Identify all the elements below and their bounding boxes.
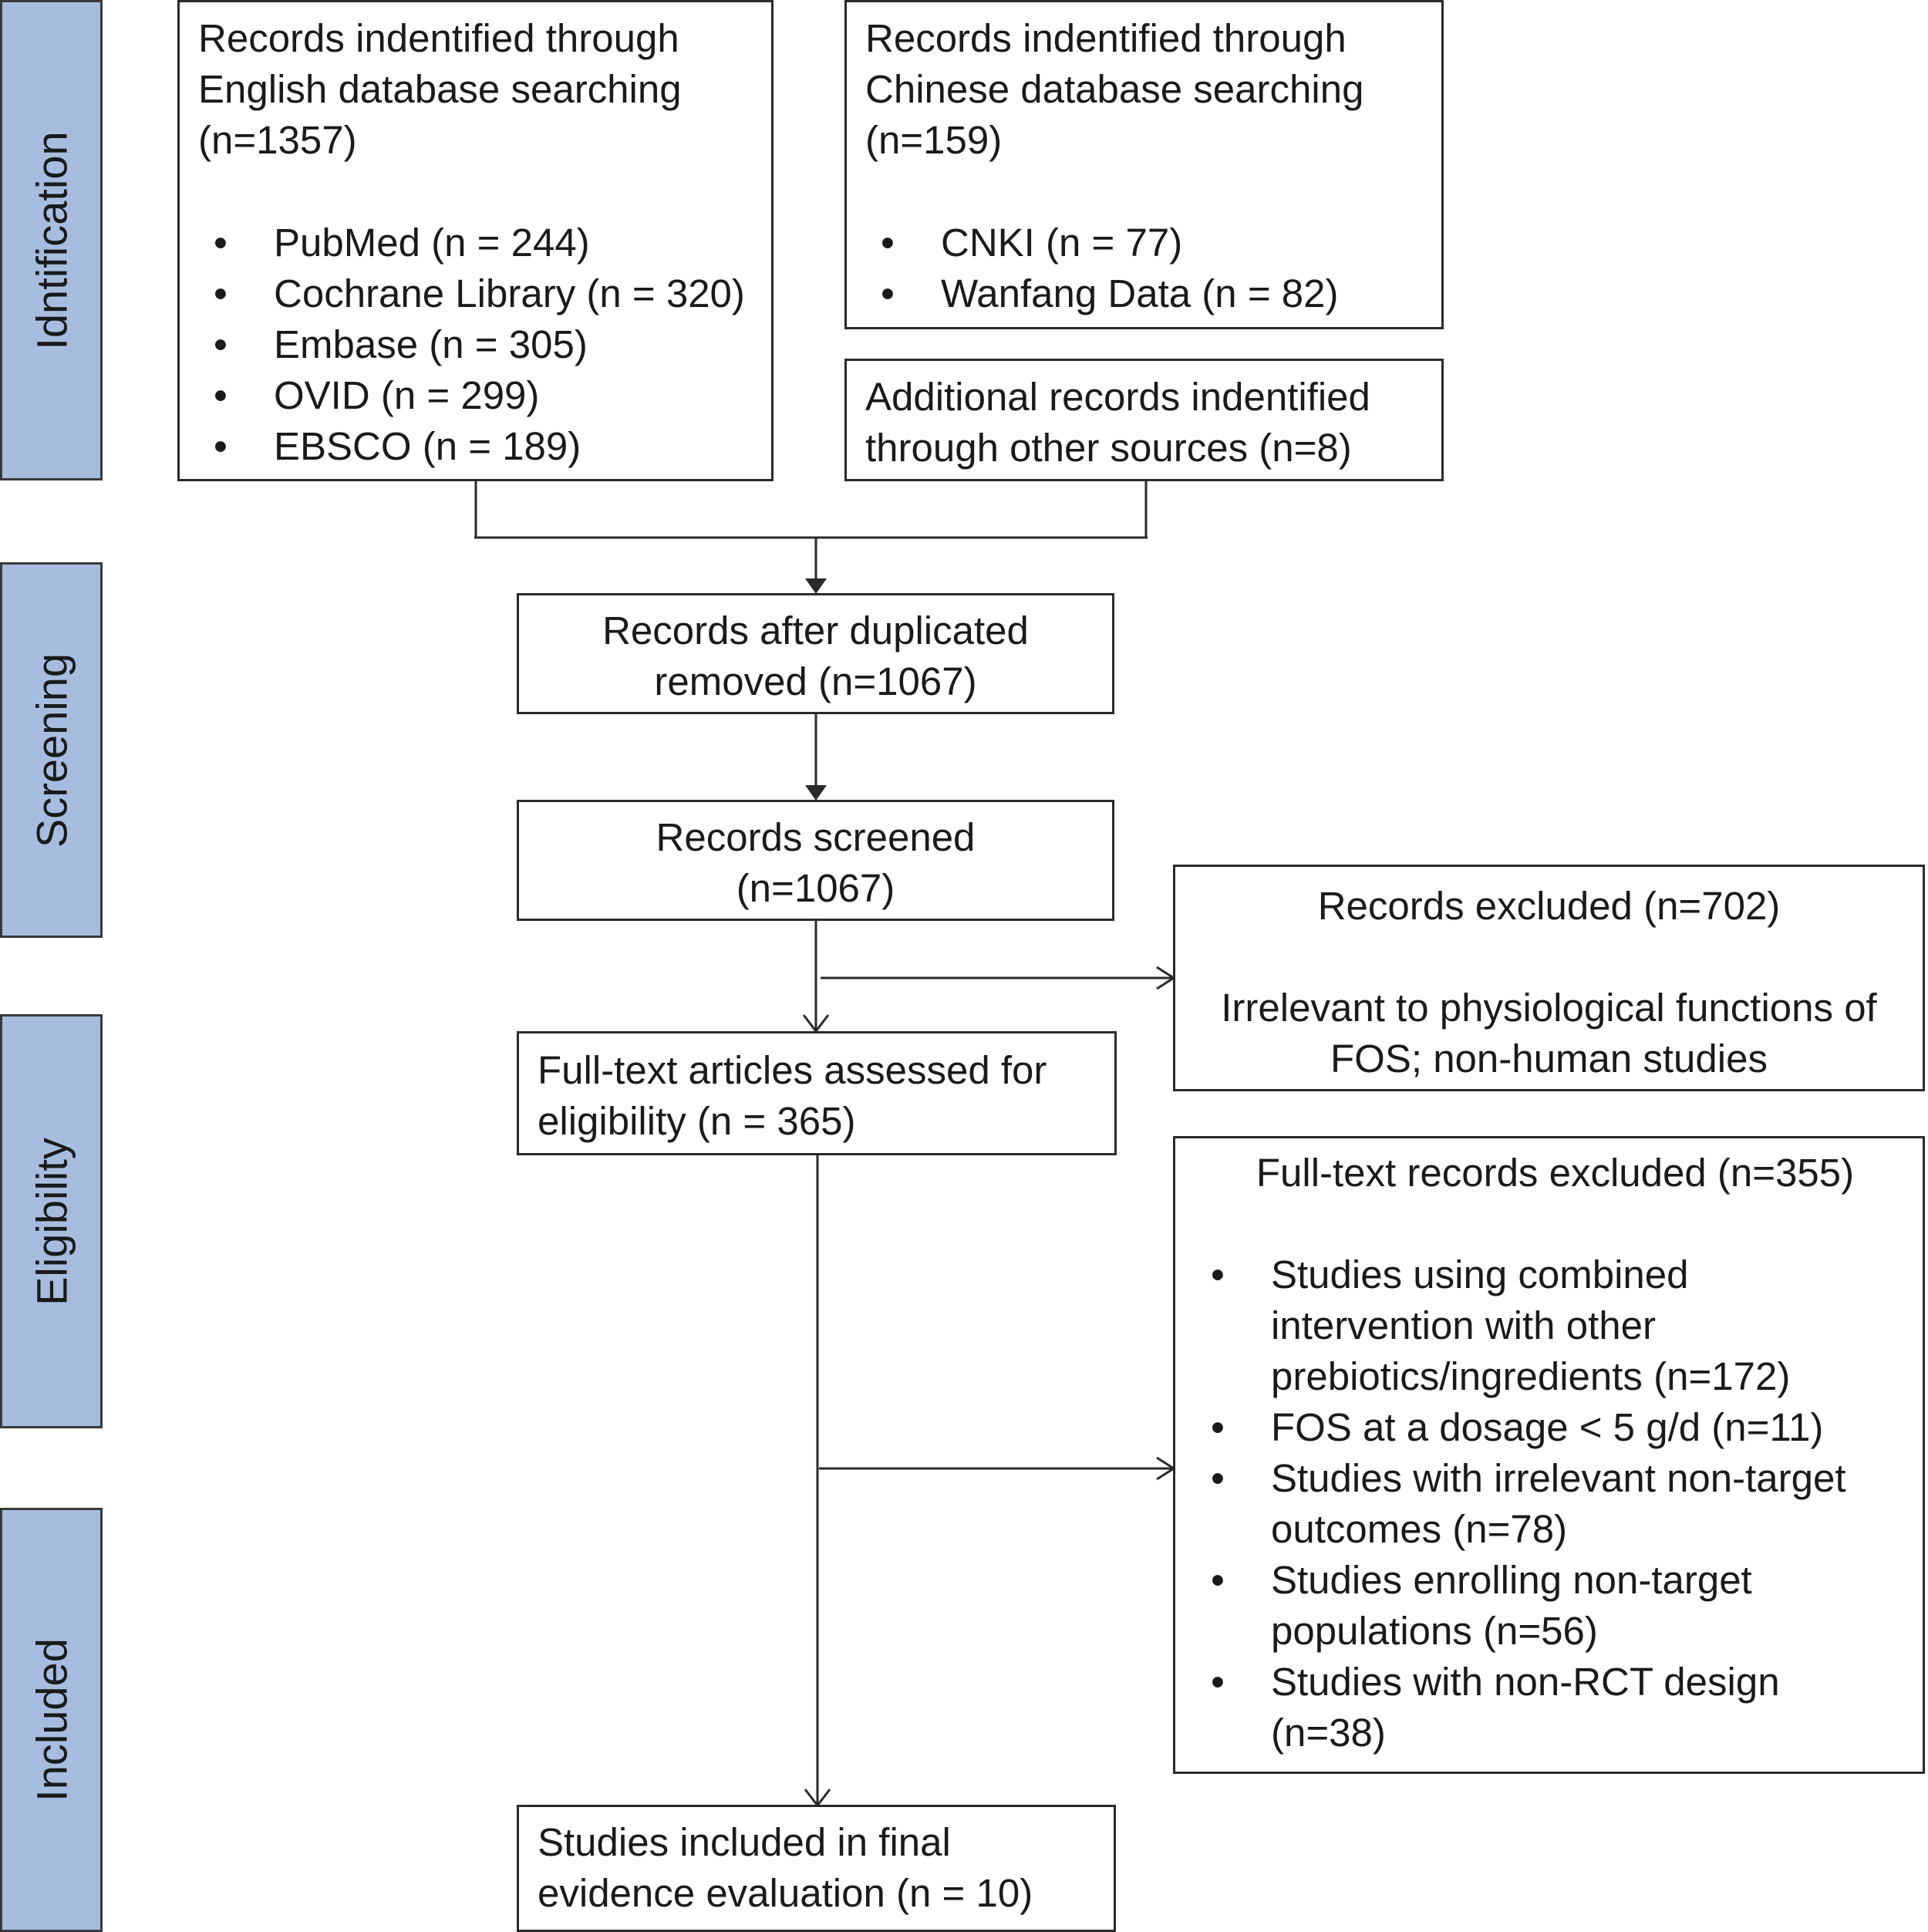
records-excluded-box: Records excluded (n=702) Irrelevant to p… xyxy=(1173,865,1925,1091)
phase-identification-label: Idntification xyxy=(27,130,76,350)
english-database-title: Records indentified through English data… xyxy=(198,16,682,162)
fulltext-excluded-box: Full-text records excluded (n=355) Studi… xyxy=(1173,1136,1925,1774)
english-database-box: Records indentified through English data… xyxy=(177,0,774,481)
database-item-wanfang: Wanfang Data (n = 82) xyxy=(865,268,1434,319)
exclusion-item-low-dosage: FOS at a dosage < 5 g/d (n=11) xyxy=(1195,1402,1859,1453)
exclusion-item-combined-intervention: Studies using combined intervention with… xyxy=(1195,1249,1859,1402)
fulltext-assessed-box: Full-text articles assessed for eligibil… xyxy=(517,1031,1117,1155)
phase-screening: Screening xyxy=(0,562,103,938)
fulltext-excluded-list: Studies using combined intervention with… xyxy=(1195,1249,1859,1758)
exclusion-item-non-target-outcomes: Studies with irrelevant non-target outco… xyxy=(1195,1453,1859,1555)
chinese-database-title: Records indentified through Chinese data… xyxy=(865,16,1364,162)
phase-screening-label: Screening xyxy=(27,652,76,848)
records-screened-box: Records screened (n=1067) xyxy=(517,800,1114,921)
chinese-database-list: CNKI (n = 77) Wanfang Data (n = 82) xyxy=(865,217,1434,319)
database-item-cnki: CNKI (n = 77) xyxy=(865,217,1434,268)
duplicates-removed-box: Records after duplicated removed (n=1067… xyxy=(517,593,1114,714)
phase-included-label: Included xyxy=(27,1638,76,1802)
exclusion-item-non-target-populations: Studies enrolling non-target populations… xyxy=(1195,1555,1859,1657)
fulltext-excluded-title: Full-text records excluded (n=355) xyxy=(1256,1151,1855,1195)
records-screened-text: Records screened (n=1067) xyxy=(656,815,976,910)
database-item-embase: Embase (n = 305) xyxy=(198,319,763,370)
fulltext-assessed-text: Full-text articles assessed for eligibil… xyxy=(538,1048,1047,1143)
exclusion-item-non-rct: Studies with non-RCT design (n=38) xyxy=(1195,1657,1859,1758)
records-excluded-reason: Irrelevant to physiological functions of… xyxy=(1221,986,1877,1081)
phase-included: Included xyxy=(0,1508,103,1932)
database-item-pubmed: PubMed (n = 244) xyxy=(198,217,763,268)
phase-identification: Idntification xyxy=(0,0,103,480)
records-excluded-title: Records excluded (n=702) xyxy=(1317,884,1781,928)
phase-eligibility-label: Eligibility xyxy=(27,1137,76,1306)
phase-eligibility: Eligibility xyxy=(0,1014,103,1428)
studies-included-box: Studies included in final evidence evalu… xyxy=(517,1805,1116,1932)
database-item-ebsco: EBSCO (n = 189) xyxy=(198,421,763,472)
database-item-ovid: OVID (n = 299) xyxy=(198,370,763,421)
database-item-cochrane: Cochrane Library (n = 320) xyxy=(198,268,763,319)
english-database-list: PubMed (n = 244) Cochrane Library (n = 3… xyxy=(198,217,763,472)
duplicates-removed-text: Records after duplicated removed (n=1067… xyxy=(602,609,1029,703)
studies-included-text: Studies included in final evidence evalu… xyxy=(538,1820,1033,1915)
arrow-head-duplicates xyxy=(805,578,827,594)
additional-records-text: Additional records indentified through o… xyxy=(865,375,1370,470)
additional-records-box: Additional records indentified through o… xyxy=(844,359,1444,481)
arrow-head-screened xyxy=(805,785,827,801)
chinese-database-box: Records indentified through Chinese data… xyxy=(844,0,1444,329)
